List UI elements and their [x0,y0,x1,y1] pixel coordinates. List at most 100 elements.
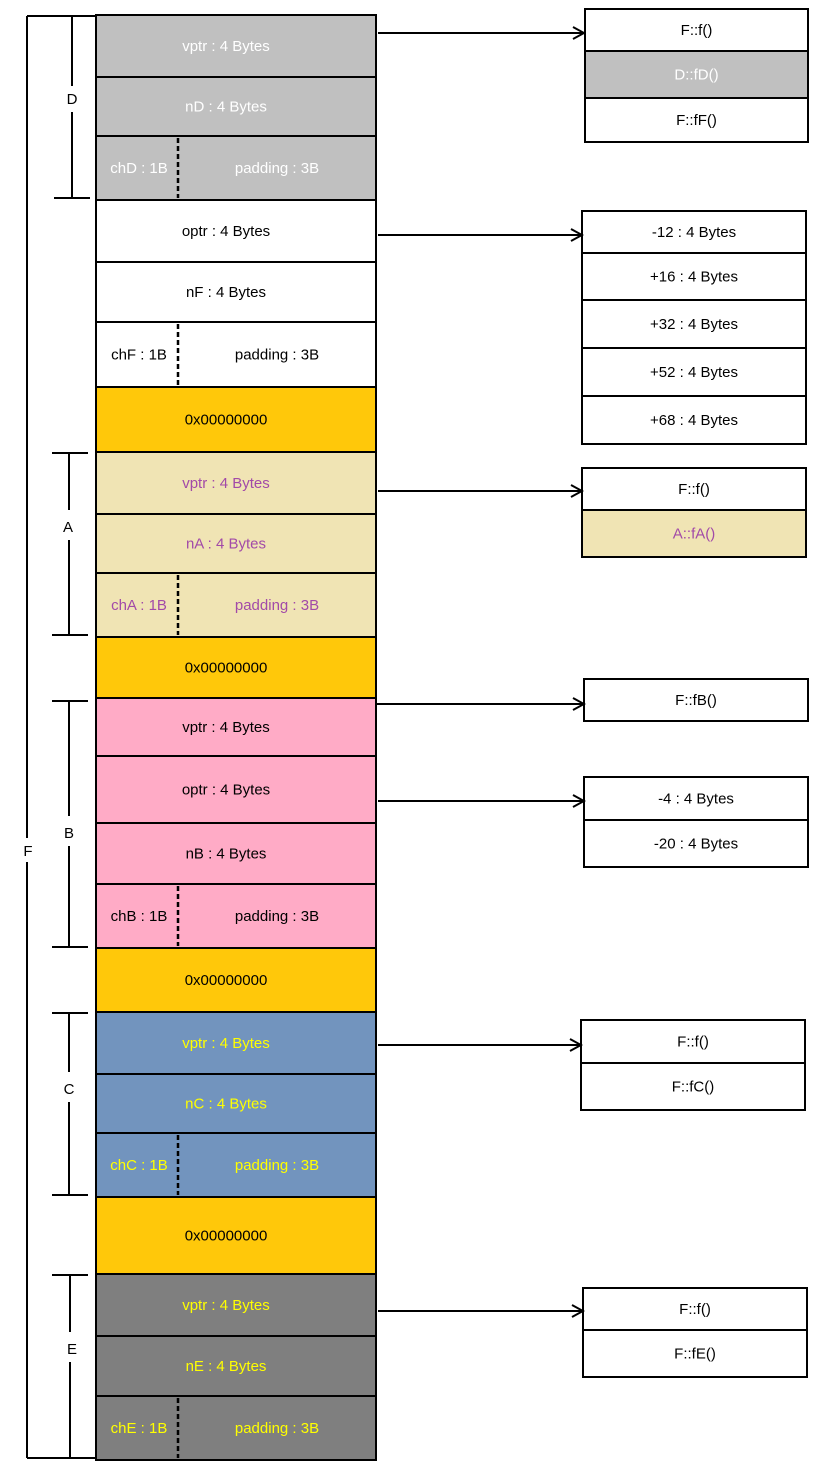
memory-cell-bg [95,1395,377,1461]
memory-cell-d-vptr: vptr : 4 Bytes [95,14,377,78]
vtable-e: F::f()F::fE() [582,1287,808,1378]
memory-cell-bg [95,1273,377,1337]
memory-cell-char-label: chA : 1B [111,597,167,614]
table-row-label: -12 : 4 Bytes [652,224,736,241]
memory-cell-b-optr: optr : 4 Bytes [95,755,377,824]
memory-cell-label: vptr : 4 Bytes [182,475,270,492]
memory-cell-label: nA : 4 Bytes [186,536,266,553]
memory-cell-label: vptr : 4 Bytes [182,38,270,55]
table-row-bg [581,395,807,445]
memory-cell-padding-label: padding : 3B [235,347,319,364]
memory-cell-c-nc: nC : 4 Bytes [95,1073,377,1134]
table-row-bg [583,776,809,821]
memory-cell-b-vptr: vptr : 4 Bytes [95,697,377,757]
table-row-label: F::f() [678,481,710,498]
memory-cell-bg [95,1196,377,1275]
bracket-a-label: A [63,519,73,536]
table-row-label: D::fD() [674,67,718,84]
memory-cell-d-ch: chD : 1B padding : 3B [95,135,377,201]
memory-cell-a-na: nA : 4 Bytes [95,513,377,574]
bracket-c-label: C [64,1081,75,1098]
memory-cell-f-ch: chF : 1B padding : 3B [95,321,377,388]
memory-column: vptr : 4 Bytes nD : 4 Bytes chD : 1B paddin… [95,14,377,1461]
memory-cell-pad-2: 0x00000000 [95,636,377,699]
memory-cell-padding-label: padding : 3B [235,908,319,925]
table-row-label: F::fF() [676,112,717,129]
memory-cell-bg [95,947,377,1013]
table-row-label: +16 : 4 Bytes [650,269,738,286]
memory-cell-char-label: chE : 1B [111,1420,168,1437]
memory-cell-bg [95,451,377,515]
memory-cell-bg [95,386,377,453]
memory-cell-e-ch: chE : 1B padding : 3B [95,1395,377,1461]
memory-cell-label: optr : 4 Bytes [182,223,270,240]
memory-cell-d-nd: nD : 4 Bytes [95,76,377,137]
bracket-e-label: E [67,1341,77,1358]
memory-cell-bg [95,14,377,78]
memory-cell-label: 0x00000000 [185,1228,268,1245]
memory-cell-bg [95,572,377,638]
vtable-b: F::fB() [583,678,809,722]
memory-cell-bg [95,76,377,137]
memory-cell-f-nf: nF : 4 Bytes [95,261,377,323]
memory-cell-bg [95,1011,377,1075]
memory-cell-padding-label: padding : 3B [235,160,319,177]
table-row-label: F::fE() [674,1346,716,1363]
table-row-label: F::f() [681,22,713,39]
memory-cell-label: 0x00000000 [185,972,268,989]
memory-cell-char-label: chF : 1B [111,347,167,364]
memory-cell-label: vptr : 4 Bytes [182,719,270,736]
table-row-bg [581,509,807,558]
table-row-label: -20 : 4 Bytes [654,836,738,853]
memory-cell-c-vptr: vptr : 4 Bytes [95,1011,377,1075]
memory-cell-label: nC : 4 Bytes [185,1096,267,1113]
memory-cell-label: nD : 4 Bytes [185,99,267,116]
memory-cell-e-vptr: vptr : 4 Bytes [95,1273,377,1337]
bracket-f-label: F [23,843,32,860]
memory-cell-padding-label: padding : 3B [235,1157,319,1174]
table-row-label: F::fC() [672,1079,715,1096]
table-row-label: F::fB() [675,692,717,709]
memory-cell-bg [95,755,377,824]
memory-cell-padding-label: padding : 3B [235,597,319,614]
vtable-d: F::f()D::fD()F::fF() [584,8,809,143]
table-row-bg [580,1019,806,1064]
memory-cell-pad-4: 0x00000000 [95,1196,377,1275]
memory-cell-b-nb: nB : 4 Bytes [95,822,377,885]
memory-cell-label: optr : 4 Bytes [182,782,270,799]
table-row-label: +68 : 4 Bytes [650,412,738,429]
memory-cell-label: nB : 4 Bytes [186,846,267,863]
memory-cell-bg [95,883,377,949]
memory-cell-label: nE : 4 Bytes [186,1358,267,1375]
bracket-a: A [52,452,88,636]
memory-cell-bg [95,636,377,699]
memory-cell-bg [95,822,377,885]
vtable-a: F::f()A::fA() [581,467,807,558]
table-row-bg [581,252,807,301]
arrows [375,33,584,1311]
bracket-b-label: B [64,825,74,842]
memory-cell-pad-3: 0x00000000 [95,947,377,1013]
table-row-bg [584,8,809,52]
table-row-bg [581,299,807,349]
table-row-label: +52 : 4 Bytes [650,364,738,381]
table-row-bg [583,819,809,868]
table-row-label: F::f() [677,1034,709,1051]
memory-cell-e-ne: nE : 4 Bytes [95,1335,377,1397]
memory-cell-label: vptr : 4 Bytes [182,1297,270,1314]
memory-cell-label: 0x00000000 [185,412,268,429]
memory-cell-char-label: chD : 1B [110,160,168,177]
memory-cell-label: 0x00000000 [185,660,268,677]
table-row-label: -4 : 4 Bytes [658,791,734,808]
bracket-f: F [23,15,95,1459]
memory-cell-padding-label: padding : 3B [235,1420,319,1437]
side-tables: F::f()D::fD()F::fF()-12 : 4 Bytes+16 : 4… [580,8,809,1378]
offset-table-f: -12 : 4 Bytes+16 : 4 Bytes+32 : 4 Bytes+… [581,210,807,445]
memory-cell-label: vptr : 4 Bytes [182,1035,270,1052]
table-row-bg [580,1062,806,1111]
table-row-bg [582,1329,808,1378]
bracket-b: B [52,700,88,948]
